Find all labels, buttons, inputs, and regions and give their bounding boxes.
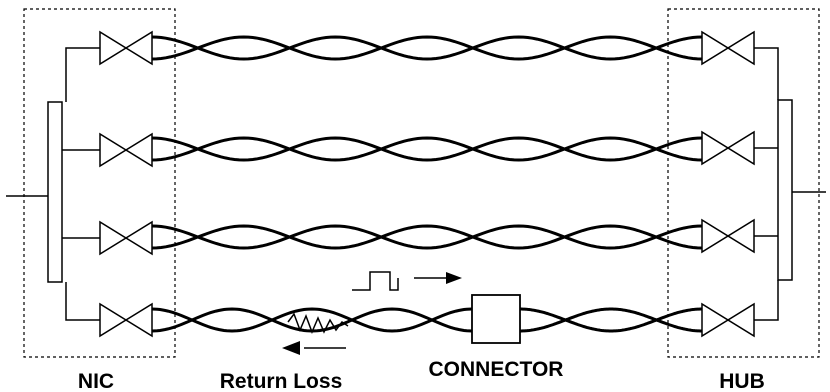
pair-1-wire-b — [151, 35, 703, 61]
backward-arrow-head — [282, 341, 300, 355]
return-loss-reflection — [287, 312, 349, 335]
pair-2-wire-a — [151, 136, 703, 162]
pair-2-wire-b — [151, 136, 703, 162]
hub-bowtie-2 — [701, 130, 755, 166]
hub-bottom-feed — [754, 280, 779, 321]
hub-transformer-bar — [777, 99, 793, 281]
hub-bowtie-4 — [701, 302, 755, 338]
nic-bowtie-4 — [99, 302, 153, 338]
pair-4-wire-b-right — [520, 307, 702, 333]
hub-label: HUB — [719, 370, 765, 392]
nic-transformer-bar — [47, 101, 63, 283]
nic-top-feed — [65, 47, 100, 102]
nic-bowtie-2 — [99, 132, 153, 168]
hub-bowtie-1 — [701, 30, 755, 66]
pair-4-wire-a-right — [520, 307, 702, 333]
pair-1-wire-a — [151, 35, 703, 61]
nic-label: NIC — [78, 370, 114, 392]
hub-bowtie-3 — [701, 218, 755, 254]
hub-box — [667, 8, 820, 358]
pair-4-wire-b-left — [151, 307, 473, 333]
forward-arrow-head — [446, 272, 462, 284]
return-loss-label: Return Loss — [220, 370, 343, 392]
nic-box — [23, 8, 176, 358]
nic-bottom-feed — [65, 282, 100, 321]
pair-4-wire-a-left — [151, 307, 473, 333]
pulse-symbol — [352, 271, 399, 291]
connector-label: CONNECTOR — [429, 358, 564, 381]
pair-3-wire-a — [151, 224, 703, 250]
pair-3-wire-b — [151, 224, 703, 250]
hub-top-feed — [754, 47, 779, 100]
connector-box — [471, 294, 521, 344]
nic-bowtie-3 — [99, 220, 153, 256]
nic-bowtie-1 — [99, 30, 153, 66]
